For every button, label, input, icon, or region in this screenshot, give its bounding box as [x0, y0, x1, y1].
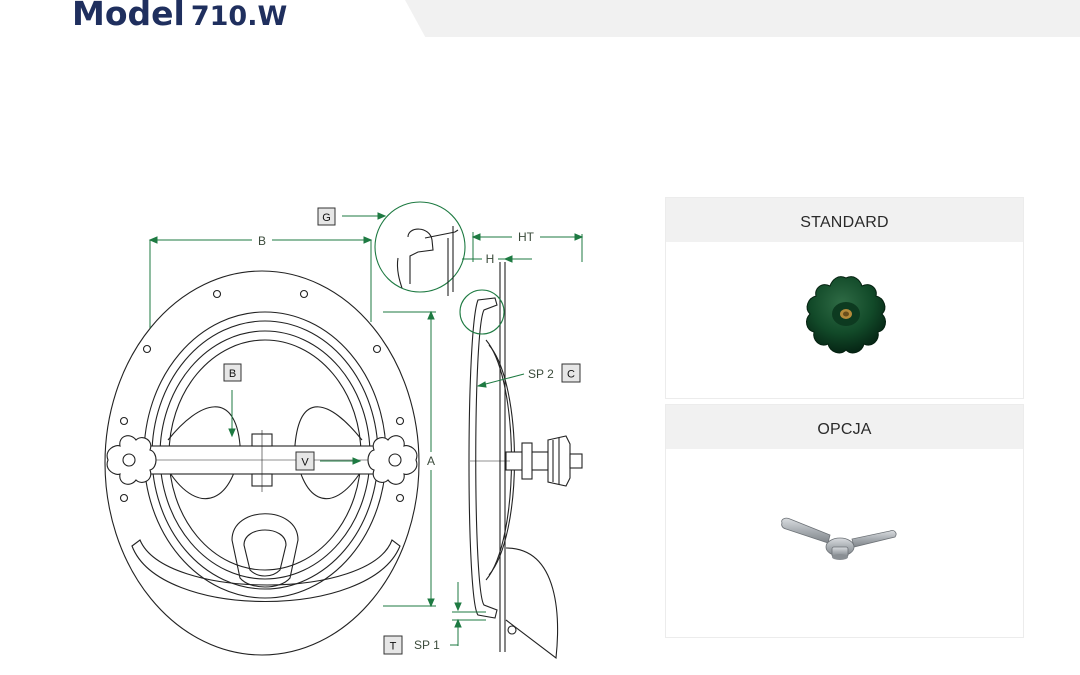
detail-circle-small — [459, 289, 505, 335]
right-knob-icon — [367, 435, 418, 485]
header-band — [405, 0, 1080, 37]
title-model-word: Model — [72, 0, 185, 33]
bolt-hole — [119, 493, 129, 503]
dimensions — [148, 212, 584, 646]
callout-b: B — [223, 363, 242, 382]
dim-label-b: B — [258, 234, 266, 248]
lid-profile — [468, 297, 498, 619]
detail-profile — [396, 226, 459, 296]
green-star-knob-icon — [806, 276, 886, 354]
hinge-flap — [505, 547, 559, 660]
dim-label-h: H — [486, 252, 495, 266]
bolt-hole — [299, 289, 309, 299]
callout-v-text: V — [301, 457, 309, 469]
front-view — [104, 270, 420, 656]
callout-g: G — [317, 207, 336, 226]
title-model-number: 710.W — [190, 1, 288, 32]
callout-t-text: T — [390, 641, 397, 653]
dim-label-a: A — [427, 454, 435, 468]
dim-label-sp2: SP 2 — [528, 367, 554, 381]
wing-handle-icon — [781, 517, 897, 560]
dim-label-sp1: SP 1 — [414, 638, 440, 652]
drain-cup-inner — [243, 529, 287, 577]
bolt-hole — [395, 493, 405, 503]
callout-b-text: B — [229, 368, 236, 380]
callout-c: C — [561, 363, 581, 383]
standard-panel-header: STANDARD — [666, 198, 1023, 242]
side-view — [468, 262, 583, 660]
option-panel: OPCJA — [665, 404, 1024, 638]
lid-left-press — [167, 406, 241, 500]
detail-views — [374, 201, 505, 335]
callout-t: T — [383, 635, 403, 655]
bolt-hole — [142, 344, 152, 354]
bolt-hole — [395, 416, 405, 426]
callout-v: V — [295, 451, 315, 471]
standard-panel: STANDARD — [665, 197, 1024, 399]
option-panel-header: OPCJA — [666, 405, 1023, 449]
bolt-hole — [119, 416, 129, 426]
outer-flange — [104, 270, 420, 656]
dim-label-ht: HT — [518, 230, 535, 244]
left-knob-icon — [106, 435, 157, 485]
detail-circle-large — [374, 201, 466, 293]
lid-right-press — [294, 406, 363, 500]
callout-c-text: C — [567, 369, 575, 381]
bolt-hole — [372, 344, 382, 354]
callout-g-text: G — [322, 212, 331, 224]
bolt-hole — [212, 289, 222, 299]
lower-crescent — [131, 539, 401, 603]
drain-cup-outer — [231, 513, 299, 588]
